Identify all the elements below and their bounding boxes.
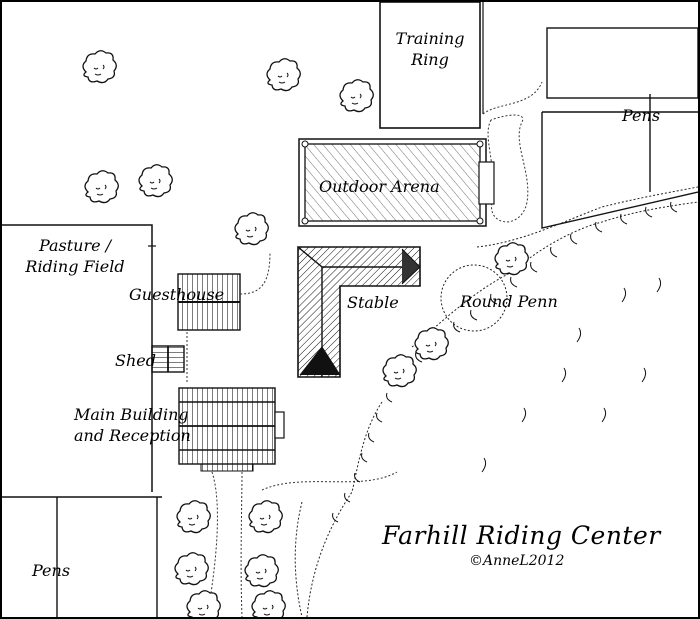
pens-top-right — [541, 27, 698, 229]
pens-bottom-left — [2, 496, 162, 617]
label-main-building: Main Building and Reception — [74, 405, 191, 445]
label-round-penn: Round Penn — [460, 292, 558, 311]
label-outdoor-arena: Outdoor Arena — [319, 177, 440, 196]
label-shed: Shed — [115, 351, 156, 370]
guesthouse-roof — [177, 273, 241, 331]
label-pasture: Pasture / Riding Field — [25, 236, 125, 276]
training-ring — [379, 2, 481, 129]
forest-edge — [294, 186, 698, 617]
label-pens-top-right: Pens — [622, 106, 661, 125]
stable-roof — [297, 246, 421, 378]
pasture-fence — [2, 224, 153, 492]
shed-roof — [151, 345, 185, 373]
footpaths — [186, 251, 398, 617]
label-training-ring: Training Ring — [395, 29, 465, 69]
main-building-roof — [178, 387, 285, 472]
label-guesthouse: Guesthouse — [129, 285, 225, 304]
label-pens-bottom-left: Pens — [32, 561, 71, 580]
outdoor-arena — [298, 138, 495, 227]
copyright-text: ©AnneL2012 — [469, 553, 565, 569]
map-title: Farhill Riding Center — [382, 521, 661, 550]
round-penn — [440, 264, 508, 332]
label-stable: Stable — [347, 293, 399, 312]
